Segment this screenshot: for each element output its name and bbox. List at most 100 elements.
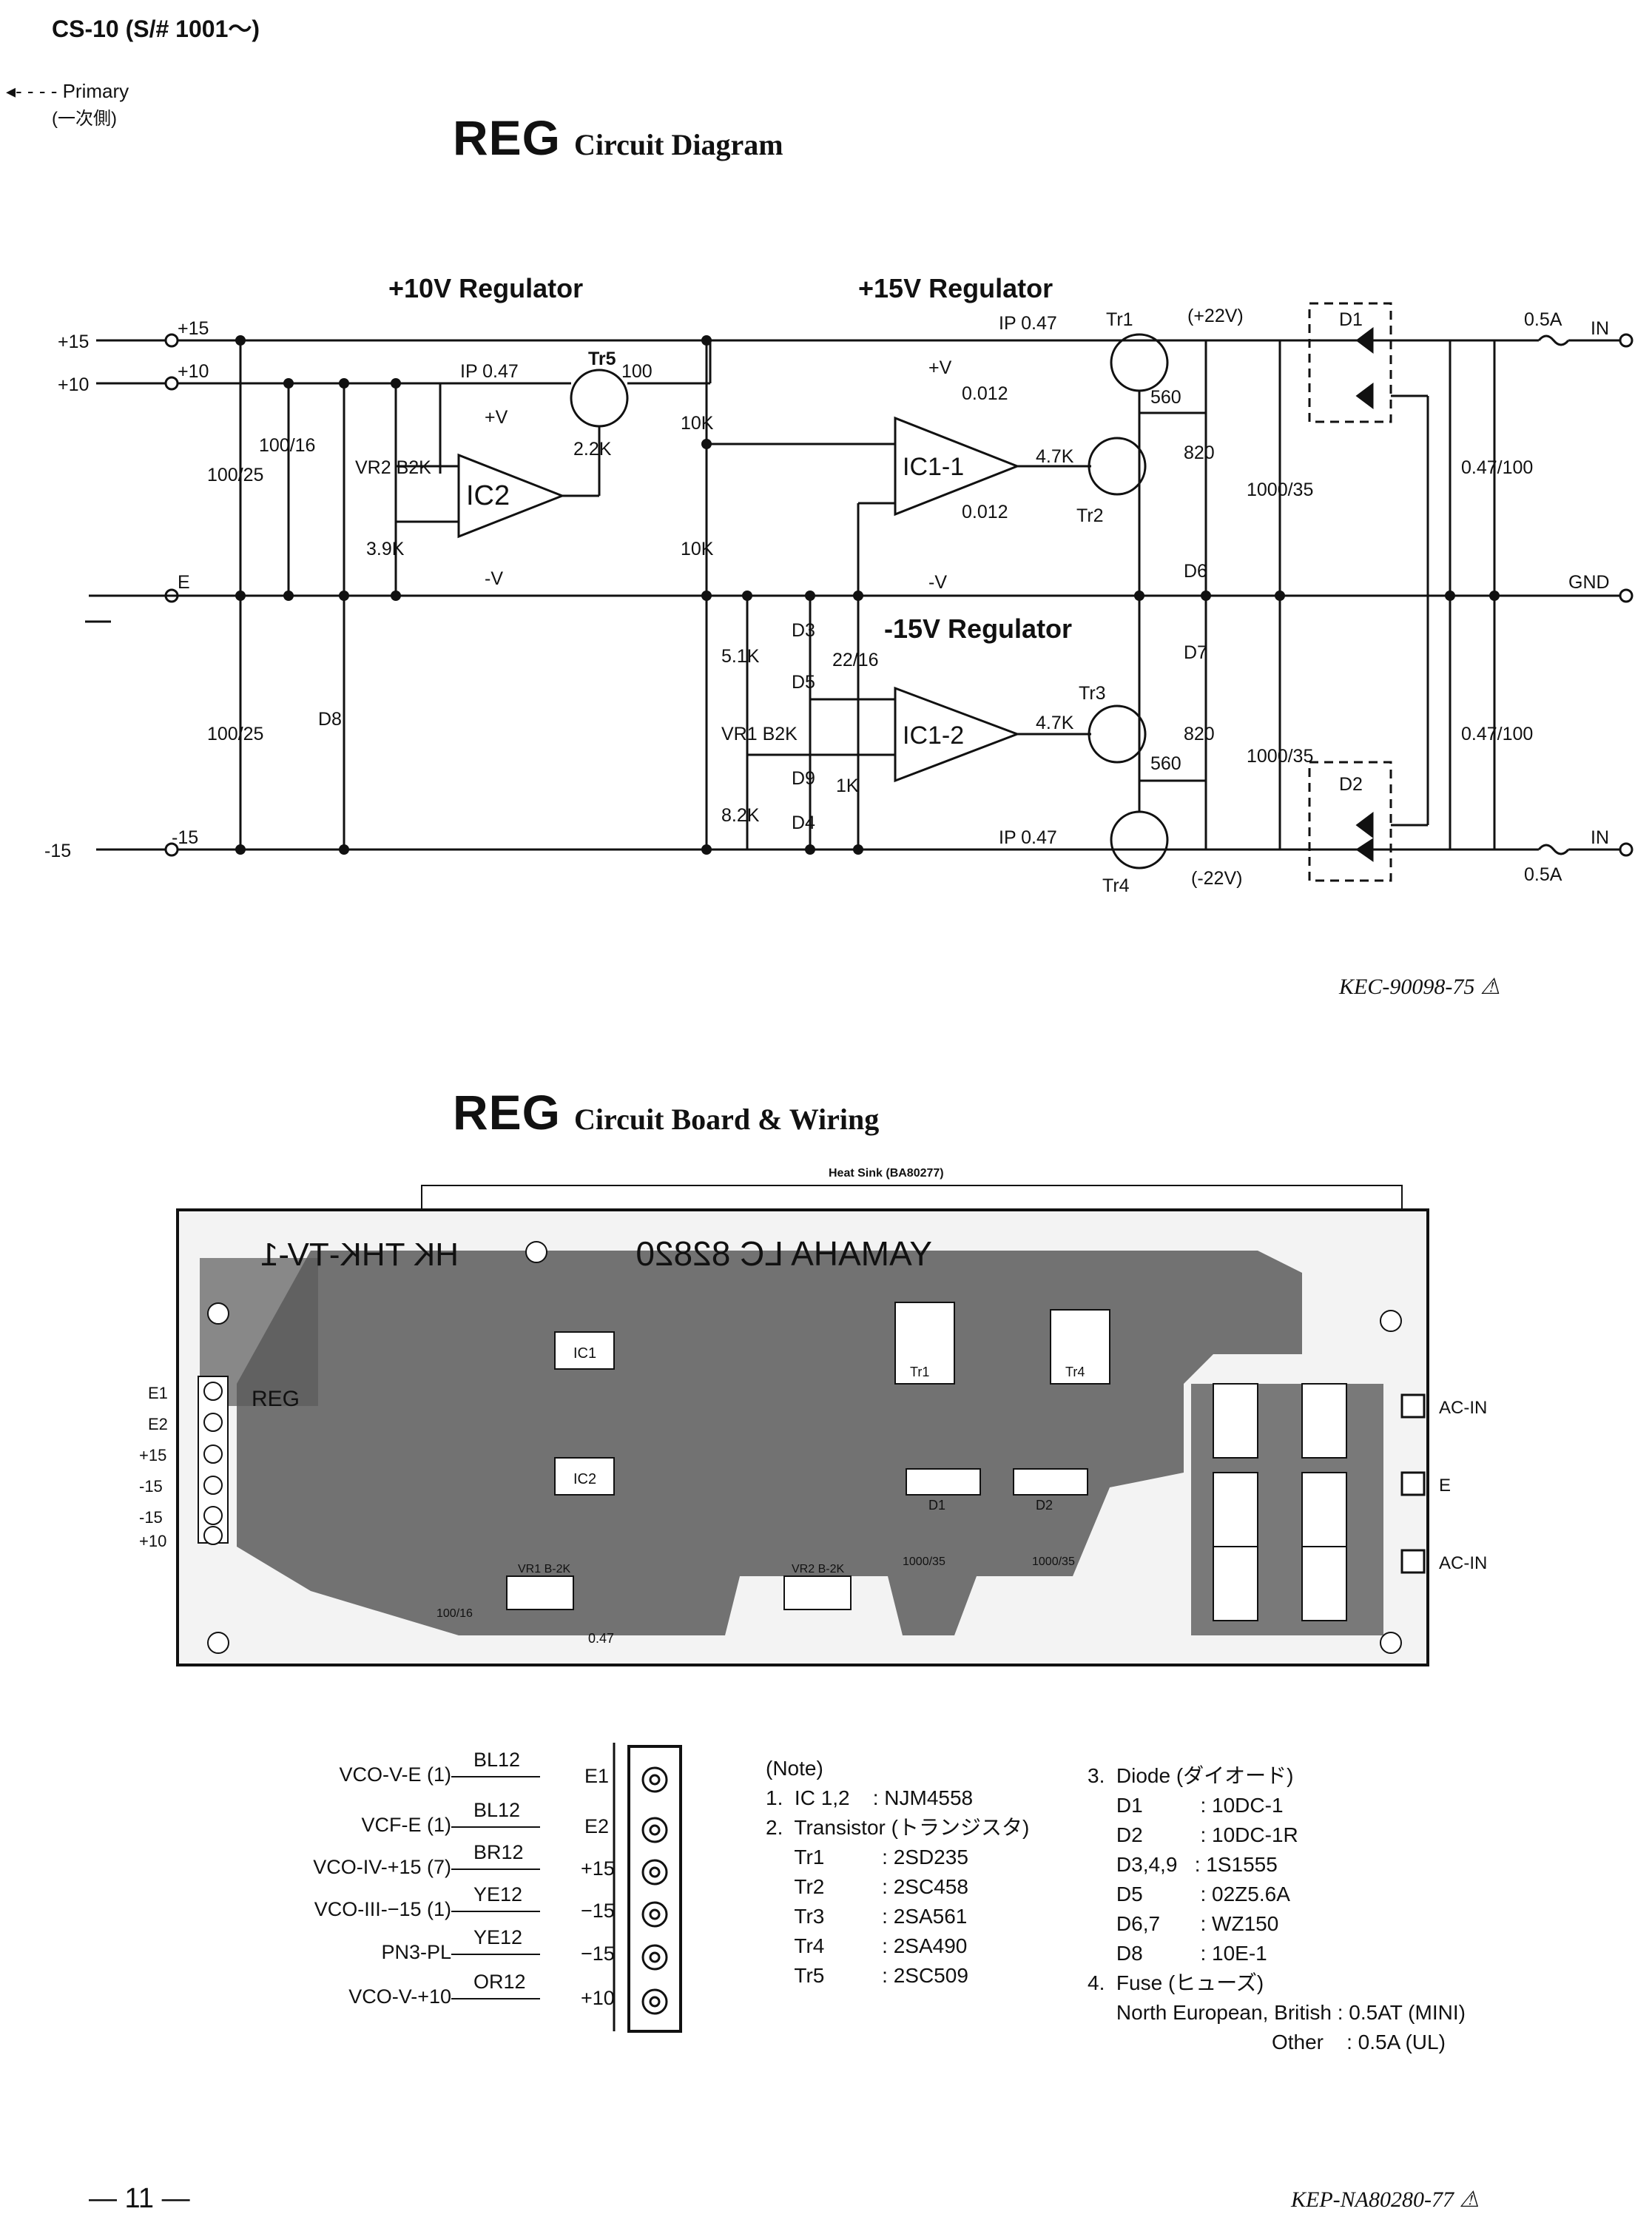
warning-icon: ⚠ [1459, 2187, 1480, 2212]
ic2-pad [554, 1457, 615, 1496]
wiring-row-5-wire: YE12 [473, 1926, 523, 1948]
note-line: Tr1 : 2SD235 [766, 1846, 968, 1868]
note-line: Tr2 : 2SC458 [766, 1875, 968, 1898]
note-line: Tr4 : 2SA490 [766, 1934, 968, 1957]
rail-plus10-out: +10 [58, 374, 89, 395]
r-ip-tr5: IP 0.47 [460, 361, 519, 382]
term-e2: E2 [148, 1415, 168, 1433]
tr4-pad [1050, 1309, 1110, 1385]
notes-right: 3. Diode (ダイオード) D1 : 10DC-1 D2 : 10DC-1… [1088, 1761, 1466, 2057]
r-8-2k: 8.2K [721, 805, 760, 826]
r-560-b: 560 [1150, 753, 1181, 774]
r-ip-tr1: IP 0.47 [999, 313, 1057, 334]
r-5-1k: 5.1K [721, 646, 760, 667]
pcb-d2: D2 [1036, 1498, 1053, 1513]
rail-gnd: GND [1568, 572, 1610, 593]
note-line: D1 : 10DC-1 [1088, 1794, 1284, 1817]
pcb-r047: 0.47 [588, 1631, 614, 1646]
e-pad [1400, 1471, 1426, 1496]
ic1-2-body [894, 686, 1021, 783]
tr4-circle [1110, 810, 1169, 870]
wiring-row-2-wire: BL12 [473, 1799, 521, 1821]
vr1-pad [506, 1575, 574, 1610]
d8-label: D8 [318, 709, 342, 730]
tr2-circle [1088, 437, 1147, 496]
c-0-012-b: 0.012 [962, 502, 1008, 522]
wiring-row-6-wire: OR12 [473, 1971, 526, 1993]
d1-pad [906, 1468, 981, 1496]
wiring-row-4-wire: YE12 [473, 1883, 523, 1906]
ic1-pad [554, 1331, 615, 1370]
tr3-label: Tr3 [1079, 683, 1106, 704]
wiring-row-6-term: +10 [581, 1987, 615, 2009]
footer-doc-code-text: KEP-NA80280-77 [1291, 2187, 1454, 2212]
diagram-title-rest: Circuit Diagram [574, 128, 783, 161]
r-1k: 1K [836, 776, 859, 796]
c-100-25-a: 100/25 [207, 465, 263, 485]
r-4-7k-a: 4.7K [1036, 446, 1074, 467]
note-line: 1. IC 1,2 : NJM4558 [766, 1786, 974, 1809]
wiring-row-1-name: VCO-V-E (1) [339, 1763, 451, 1786]
ic2-body [457, 453, 566, 539]
r-ip-tr4: IP 0.47 [999, 827, 1057, 848]
footer-doc-code: KEP-NA80280-77 ⚠ [1291, 2187, 1479, 2213]
primary-label: Primary [62, 80, 129, 102]
d4-label: D4 [792, 813, 815, 833]
wiring-row-3-name: VCO-IV-+15 (7) [313, 1856, 451, 1878]
diagram-title-bold: REG [453, 110, 562, 165]
r-10k-a: 10K [681, 413, 714, 434]
pcb-tr4: Tr4 [1065, 1365, 1085, 1379]
note-line: D8 : 10E-1 [1088, 1942, 1267, 1965]
bridge-pad-5 [1213, 1546, 1258, 1621]
pcb-ic1: IC1 [573, 1345, 596, 1362]
rail-in-top: IN [1591, 318, 1609, 339]
pcb-ic2: IC2 [573, 1471, 596, 1487]
vr2-label: VR2 B2K [355, 457, 431, 478]
note-line: North European, British : 0.5AT (MINI) [1088, 2001, 1466, 2024]
c-0-012-a: 0.012 [962, 383, 1008, 404]
d2-box [1308, 761, 1392, 882]
section-minus15: -15V Regulator [884, 613, 1072, 644]
rail-earth: E [178, 572, 190, 593]
model-header: CS-10 (S/# 1001～) [52, 16, 260, 42]
pcb-vr2: VR2 B-2K [792, 1563, 844, 1575]
d1-box [1308, 302, 1392, 423]
wiring-row-4-name: VCO-III-−15 (1) [314, 1898, 451, 1920]
ic1-1-body [894, 416, 1021, 517]
tr5-label: Tr5 [588, 349, 616, 369]
c-22-16: 22/16 [832, 650, 879, 670]
notes-left: (Note) 1. IC 1,2 : NJM4558 2. Transistor… [766, 1754, 1029, 1991]
diagram-title: REG Circuit Diagram [453, 110, 783, 166]
d9-label: D9 [792, 768, 815, 789]
section-plus15: +15V Regulator [858, 273, 1053, 303]
ic1-vplus: +V [928, 357, 952, 378]
pcb-marking: HK THK-TV-1 [260, 1237, 459, 1273]
wiring-row-5-name: PN3-PL [381, 1941, 451, 1963]
note-line: D3,4,9 : 1S1555 [1088, 1853, 1278, 1876]
r-100: 100 [621, 361, 653, 382]
r-2-2k: 2.2K [573, 439, 612, 460]
r-10k-b: 10K [681, 539, 714, 559]
tr1-circle [1110, 333, 1169, 392]
ac-in-top-pad [1400, 1393, 1426, 1419]
wiring-row-3-term: +15 [581, 1857, 615, 1880]
term-ac-in-2: AC-IN [1439, 1553, 1487, 1573]
rail-plus10-node: +10 [178, 361, 209, 382]
tr1-pad [894, 1302, 955, 1385]
rail-plus15-out: +15 [58, 332, 89, 352]
note-line: 3. Diode (ダイオード) [1088, 1764, 1294, 1787]
page-number: — 11 — [89, 2183, 190, 2214]
rail-plus15-node: +15 [178, 318, 209, 339]
bridge-pad-3 [1213, 1472, 1258, 1547]
d6-label: D6 [1184, 561, 1207, 582]
tr3-circle [1088, 704, 1147, 764]
pcb-c100-16: 100/16 [436, 1607, 473, 1620]
board-title-bold: REG [453, 1085, 562, 1140]
bridge-pad-4 [1301, 1472, 1347, 1547]
pcb-d1: D1 [928, 1498, 945, 1513]
d5-label: D5 [792, 672, 815, 693]
d2-pad [1013, 1468, 1088, 1496]
pcb-label: REG [252, 1387, 300, 1411]
warning-icon: ⚠ [1480, 975, 1500, 999]
